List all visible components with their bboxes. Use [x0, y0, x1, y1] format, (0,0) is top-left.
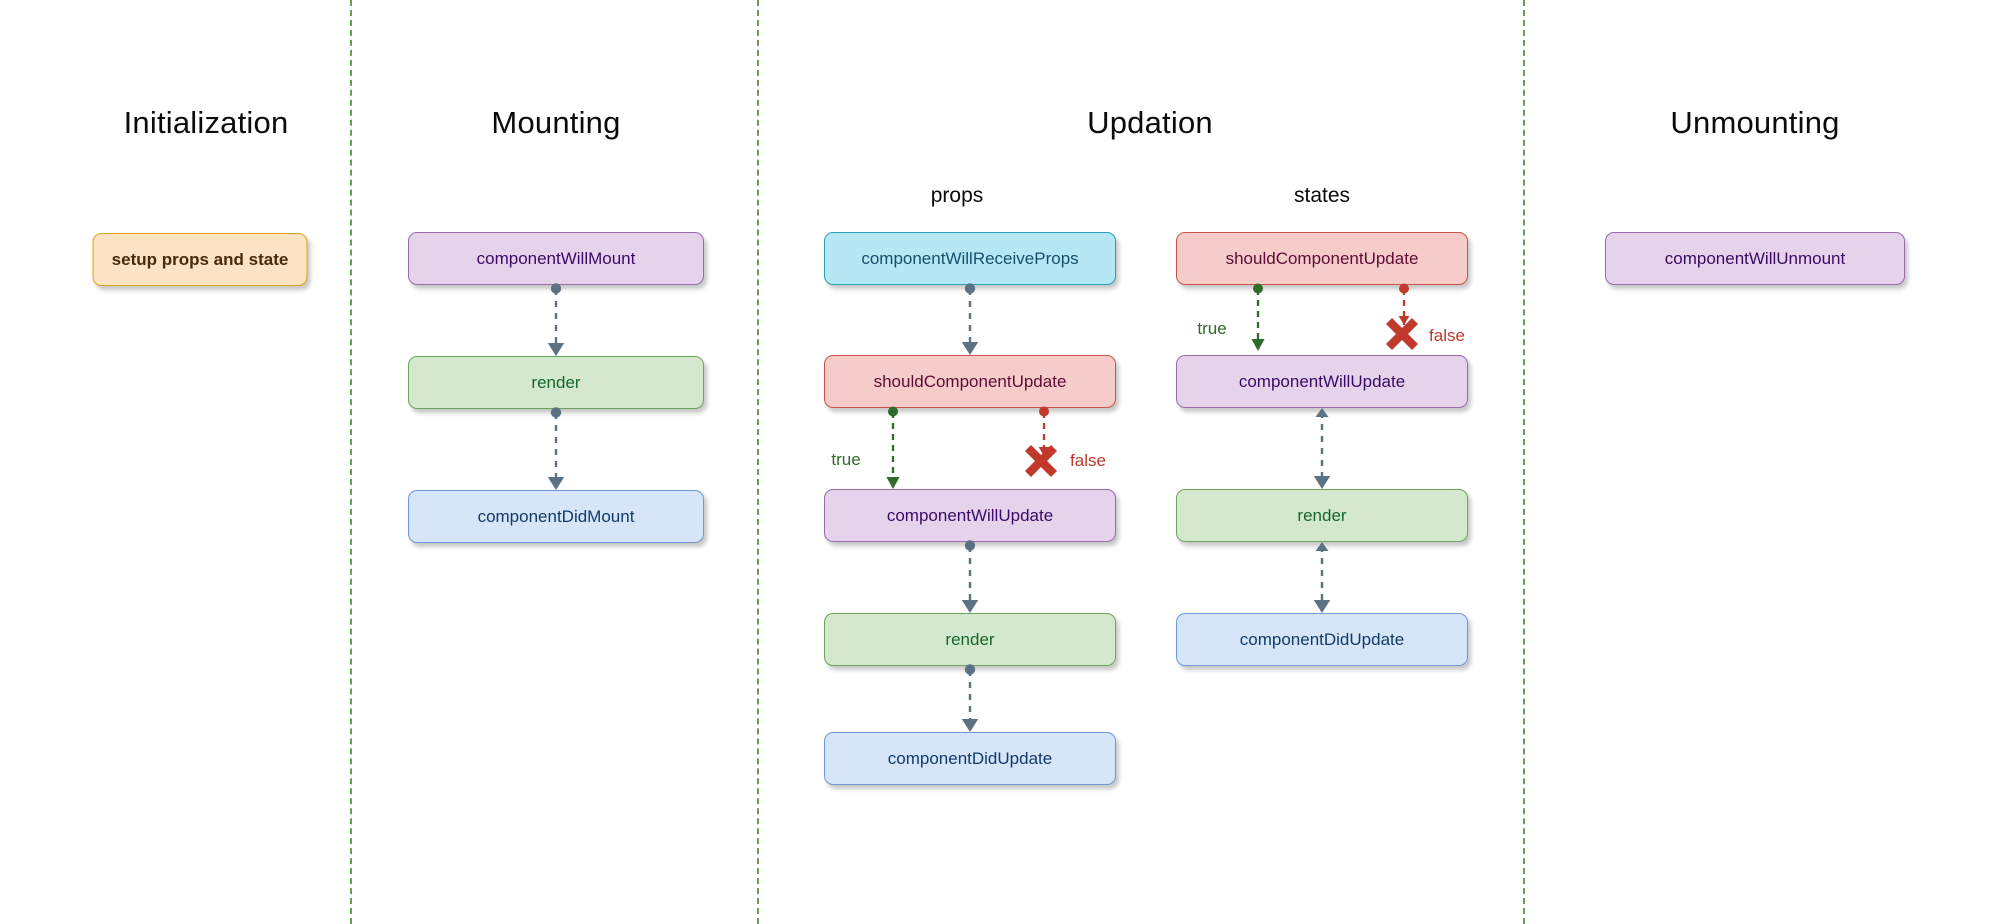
column-divider-2: [757, 0, 759, 924]
false-x-icon-props-false: [1019, 439, 1063, 483]
node-label-component-will-mount: componentWillMount: [476, 249, 636, 268]
column-title-updation: Updation: [1087, 105, 1213, 140]
branch-label-states-false: false: [1429, 326, 1465, 345]
node-render-props[interactable]: render: [824, 613, 1116, 666]
node-component-did-mount[interactable]: componentDidMount: [408, 490, 704, 543]
branch-connector-states-false: [1394, 283, 1414, 325]
node-should-component-update-states[interactable]: shouldComponentUpdate: [1176, 232, 1468, 285]
node-render-states[interactable]: render: [1176, 489, 1468, 542]
branch-connector-props-true: [883, 406, 903, 489]
column-divider-3: [1523, 0, 1525, 924]
connector-states-will-update-to-render: [1310, 408, 1334, 489]
branch-connector-states-true: [1248, 283, 1268, 351]
connector-mount-render-to-did: [544, 407, 568, 490]
connector-props-will-update-to-render: [958, 540, 982, 613]
node-label-component-did-update-props: componentDidUpdate: [887, 749, 1053, 768]
node-component-will-mount[interactable]: componentWillMount: [408, 232, 704, 285]
node-label-component-did-mount: componentDidMount: [477, 507, 635, 526]
node-label-setup-props-and-state: setup props and state: [111, 250, 289, 269]
column-title-mounting: Mounting: [491, 105, 621, 140]
node-label-component-will-unmount: componentWillUnmount: [1664, 249, 1846, 268]
node-label-render-mounting: render: [531, 373, 581, 392]
node-label-should-component-update-props: shouldComponentUpdate: [873, 372, 1067, 391]
node-setup-props-and-state[interactable]: setup props and state: [92, 233, 308, 286]
branch-label-props-true: true: [831, 450, 861, 469]
node-component-will-update-states[interactable]: componentWillUpdate: [1176, 355, 1468, 408]
node-label-component-will-update-states: componentWillUpdate: [1238, 372, 1406, 391]
connector-states-render-to-did-update: [1310, 542, 1334, 613]
node-label-render-props: render: [945, 630, 995, 649]
node-render-mounting[interactable]: render: [408, 356, 704, 409]
node-should-component-update-props[interactable]: shouldComponentUpdate: [824, 355, 1116, 408]
node-component-will-receive-props[interactable]: componentWillReceiveProps: [824, 232, 1116, 285]
false-x-icon-states-false: [1380, 312, 1424, 356]
branch-label-states-true: true: [1197, 319, 1227, 338]
column-title-initialization: Initialization: [123, 105, 289, 140]
node-component-did-update-states[interactable]: componentDidUpdate: [1176, 613, 1468, 666]
column-divider-1: [350, 0, 352, 924]
column-title-unmounting: Unmounting: [1670, 105, 1840, 140]
node-label-component-will-receive-props: componentWillReceiveProps: [861, 249, 1079, 268]
node-label-component-did-update-states: componentDidUpdate: [1239, 630, 1405, 649]
subcolumn-title-states: states: [1293, 184, 1351, 207]
connector-props-receive-to-should: [958, 283, 982, 355]
connector-props-render-to-did-update: [958, 664, 982, 732]
node-component-will-update-props[interactable]: componentWillUpdate: [824, 489, 1116, 542]
node-label-component-will-update-props: componentWillUpdate: [886, 506, 1054, 525]
node-component-will-unmount[interactable]: componentWillUnmount: [1605, 232, 1905, 285]
subcolumn-title-props: props: [930, 184, 984, 207]
node-label-render-states: render: [1297, 506, 1347, 525]
branch-label-props-false: false: [1070, 451, 1106, 470]
node-component-did-update-props[interactable]: componentDidUpdate: [824, 732, 1116, 785]
connector-mount-will-to-render: [544, 283, 568, 356]
node-label-should-component-update-states: shouldComponentUpdate: [1225, 249, 1419, 268]
branch-connector-props-false: [1034, 406, 1054, 456]
